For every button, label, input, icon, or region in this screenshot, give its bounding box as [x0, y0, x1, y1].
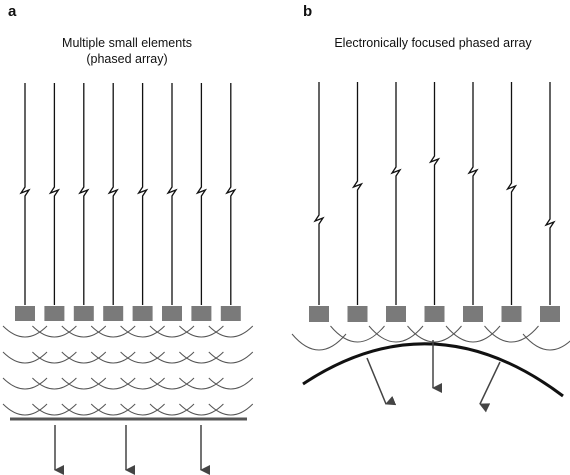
- transducer-element: [73, 306, 94, 321]
- wavelet-arc: [149, 325, 195, 338]
- wavelet-arc: [208, 403, 254, 416]
- panel-a-wavefronts: [2, 325, 254, 416]
- transducer-element: [220, 306, 241, 321]
- transducer-element: [162, 306, 182, 321]
- wavelet-arc: [179, 351, 224, 364]
- wavelet-arc: [2, 351, 48, 364]
- wavelet-arc: [149, 377, 195, 390]
- wavelet-arc: [120, 325, 165, 338]
- wavelet-arc: [208, 351, 254, 364]
- wire-line: [544, 82, 556, 305]
- panel-b-elements: [309, 306, 560, 322]
- transducer-element: [424, 306, 445, 322]
- wavelet-arc: [2, 403, 48, 416]
- wavelet-arc: [208, 377, 254, 390]
- wavelet-arc: [61, 325, 107, 338]
- wavelet-arc: [208, 325, 254, 338]
- panel-b: b Electronically focused phased array: [291, 3, 570, 413]
- wire-line: [390, 82, 402, 305]
- beam-arrow: [366, 357, 397, 406]
- wavelet-arc: [32, 325, 77, 338]
- transducer-element: [191, 306, 212, 321]
- transducer-element: [309, 306, 329, 322]
- wavelet-arc: [120, 403, 165, 416]
- wavelet-arc: [149, 351, 195, 364]
- wire-line: [195, 83, 208, 305]
- wavelet-arc: [32, 403, 77, 416]
- wavelet-arc: [291, 333, 347, 351]
- wavelet-arc: [368, 325, 424, 343]
- panel-b-wires: [313, 82, 556, 305]
- wavelet-arc: [2, 377, 48, 390]
- wavelet-arc: [522, 333, 570, 351]
- wavelet-arc: [90, 403, 136, 416]
- panel-b-wavelets: [291, 325, 570, 351]
- wavelet-arc: [32, 351, 77, 364]
- wavelet-arc: [120, 351, 165, 364]
- transducer-element: [463, 306, 483, 322]
- transducer-element: [15, 306, 35, 321]
- transducer-element: [501, 306, 522, 322]
- transducer-element: [132, 306, 153, 321]
- wire-line: [313, 82, 325, 305]
- panel-a-elements: [15, 306, 241, 321]
- transducer-element: [44, 306, 65, 321]
- wire-line: [505, 82, 518, 305]
- panel-a-beam-arrows: [54, 425, 210, 475]
- transducer-element: [347, 306, 368, 322]
- wire-line: [467, 82, 479, 305]
- wavelet-arc: [61, 403, 107, 416]
- panel-b-caption: Electronically focused phased array: [334, 36, 532, 50]
- wavelet-arc: [32, 377, 77, 390]
- wire-line: [351, 82, 364, 305]
- wire-line: [19, 83, 31, 305]
- wavelet-arc: [407, 325, 462, 343]
- panel-b-letter: b: [303, 3, 312, 20]
- wire-line: [225, 83, 237, 305]
- wavelet-arc: [179, 377, 224, 390]
- panel-a-wires: [19, 83, 237, 305]
- wire-line: [136, 83, 149, 305]
- wavelet-arc: [330, 325, 385, 343]
- transducer-element: [103, 306, 124, 321]
- wavelet-arc: [179, 403, 224, 416]
- panel-a: a Multiple small elements (phased array): [2, 3, 254, 475]
- panel-a-caption-line1: Multiple small elements: [62, 36, 192, 50]
- wavelet-arc: [484, 325, 539, 343]
- wavelet-arc: [90, 325, 136, 338]
- wavelet-arc: [61, 351, 107, 364]
- transducer-element: [386, 306, 406, 322]
- wavelet-arc: [90, 377, 136, 390]
- wire-line: [166, 83, 178, 305]
- wavelet-arc: [61, 377, 107, 390]
- wire-line: [107, 83, 119, 305]
- wavelet-arc: [445, 325, 501, 343]
- panel-a-letter: a: [8, 3, 17, 20]
- wavelet-arc: [120, 377, 165, 390]
- panel-b-beam-arrows: [366, 340, 501, 413]
- wavelet-arc: [90, 351, 136, 364]
- wavelet-arc: [2, 325, 48, 338]
- wire-line: [78, 83, 90, 305]
- wavelet-arc: [149, 403, 195, 416]
- panel-a-caption-line2: (phased array): [86, 52, 167, 66]
- beam-arrow: [479, 361, 501, 413]
- wire-line: [428, 82, 441, 305]
- wire-line: [48, 83, 61, 305]
- transducer-element: [540, 306, 560, 322]
- wavelet-arc: [179, 325, 224, 338]
